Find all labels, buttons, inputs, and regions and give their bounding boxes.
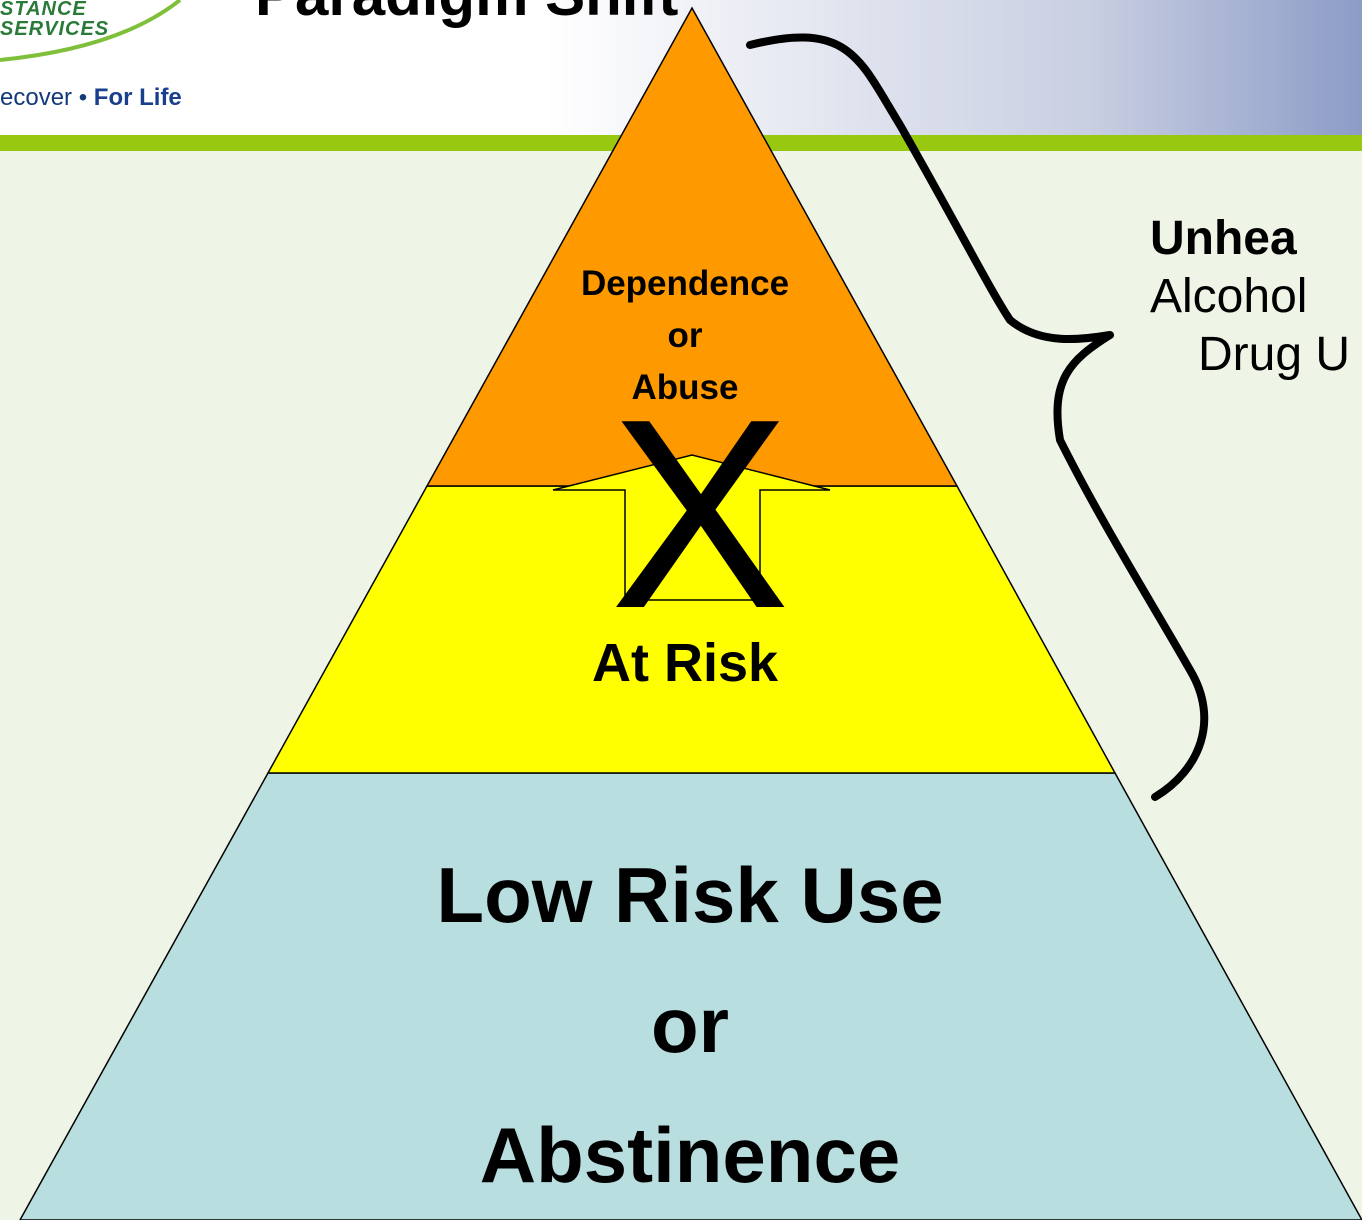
logo-tagline: ecover • For Life xyxy=(0,84,182,112)
logo-text-bottom: SERVICES xyxy=(0,18,110,40)
tier-bottom-line2: or xyxy=(651,981,729,1069)
tier-top-line3: Abuse xyxy=(631,368,739,407)
page-title: Paradigm Shift xyxy=(255,0,678,29)
side-label: Unhea Alcohol Drug U xyxy=(1150,210,1350,384)
up-arrow xyxy=(552,454,831,601)
tagline-text: ecover • xyxy=(0,84,94,111)
tier-top-line1: Dependence xyxy=(580,264,790,303)
tier-bottom-label: Low Risk Use or Abstinence xyxy=(340,830,1040,1220)
tier-bottom-line1: Low Risk Use xyxy=(436,851,944,939)
logo-text-top: STANCE xyxy=(0,0,87,20)
side-label-line3: Drug U xyxy=(1198,328,1351,381)
logo-swoosh xyxy=(0,0,182,62)
side-label-line2: Alcohol xyxy=(1150,270,1308,323)
tier-top-label: Dependence or Abuse xyxy=(540,258,830,414)
tier-middle-label: At Risk xyxy=(591,633,779,693)
tier-bottom-line3: Abstinence xyxy=(479,1111,901,1199)
tagline-emphasis: For Life xyxy=(93,84,182,111)
curly-brace xyxy=(746,33,1209,801)
x-mark: X xyxy=(610,364,791,665)
tier-top-line2: or xyxy=(667,316,703,355)
side-label-line1: Unhea xyxy=(1150,212,1297,265)
